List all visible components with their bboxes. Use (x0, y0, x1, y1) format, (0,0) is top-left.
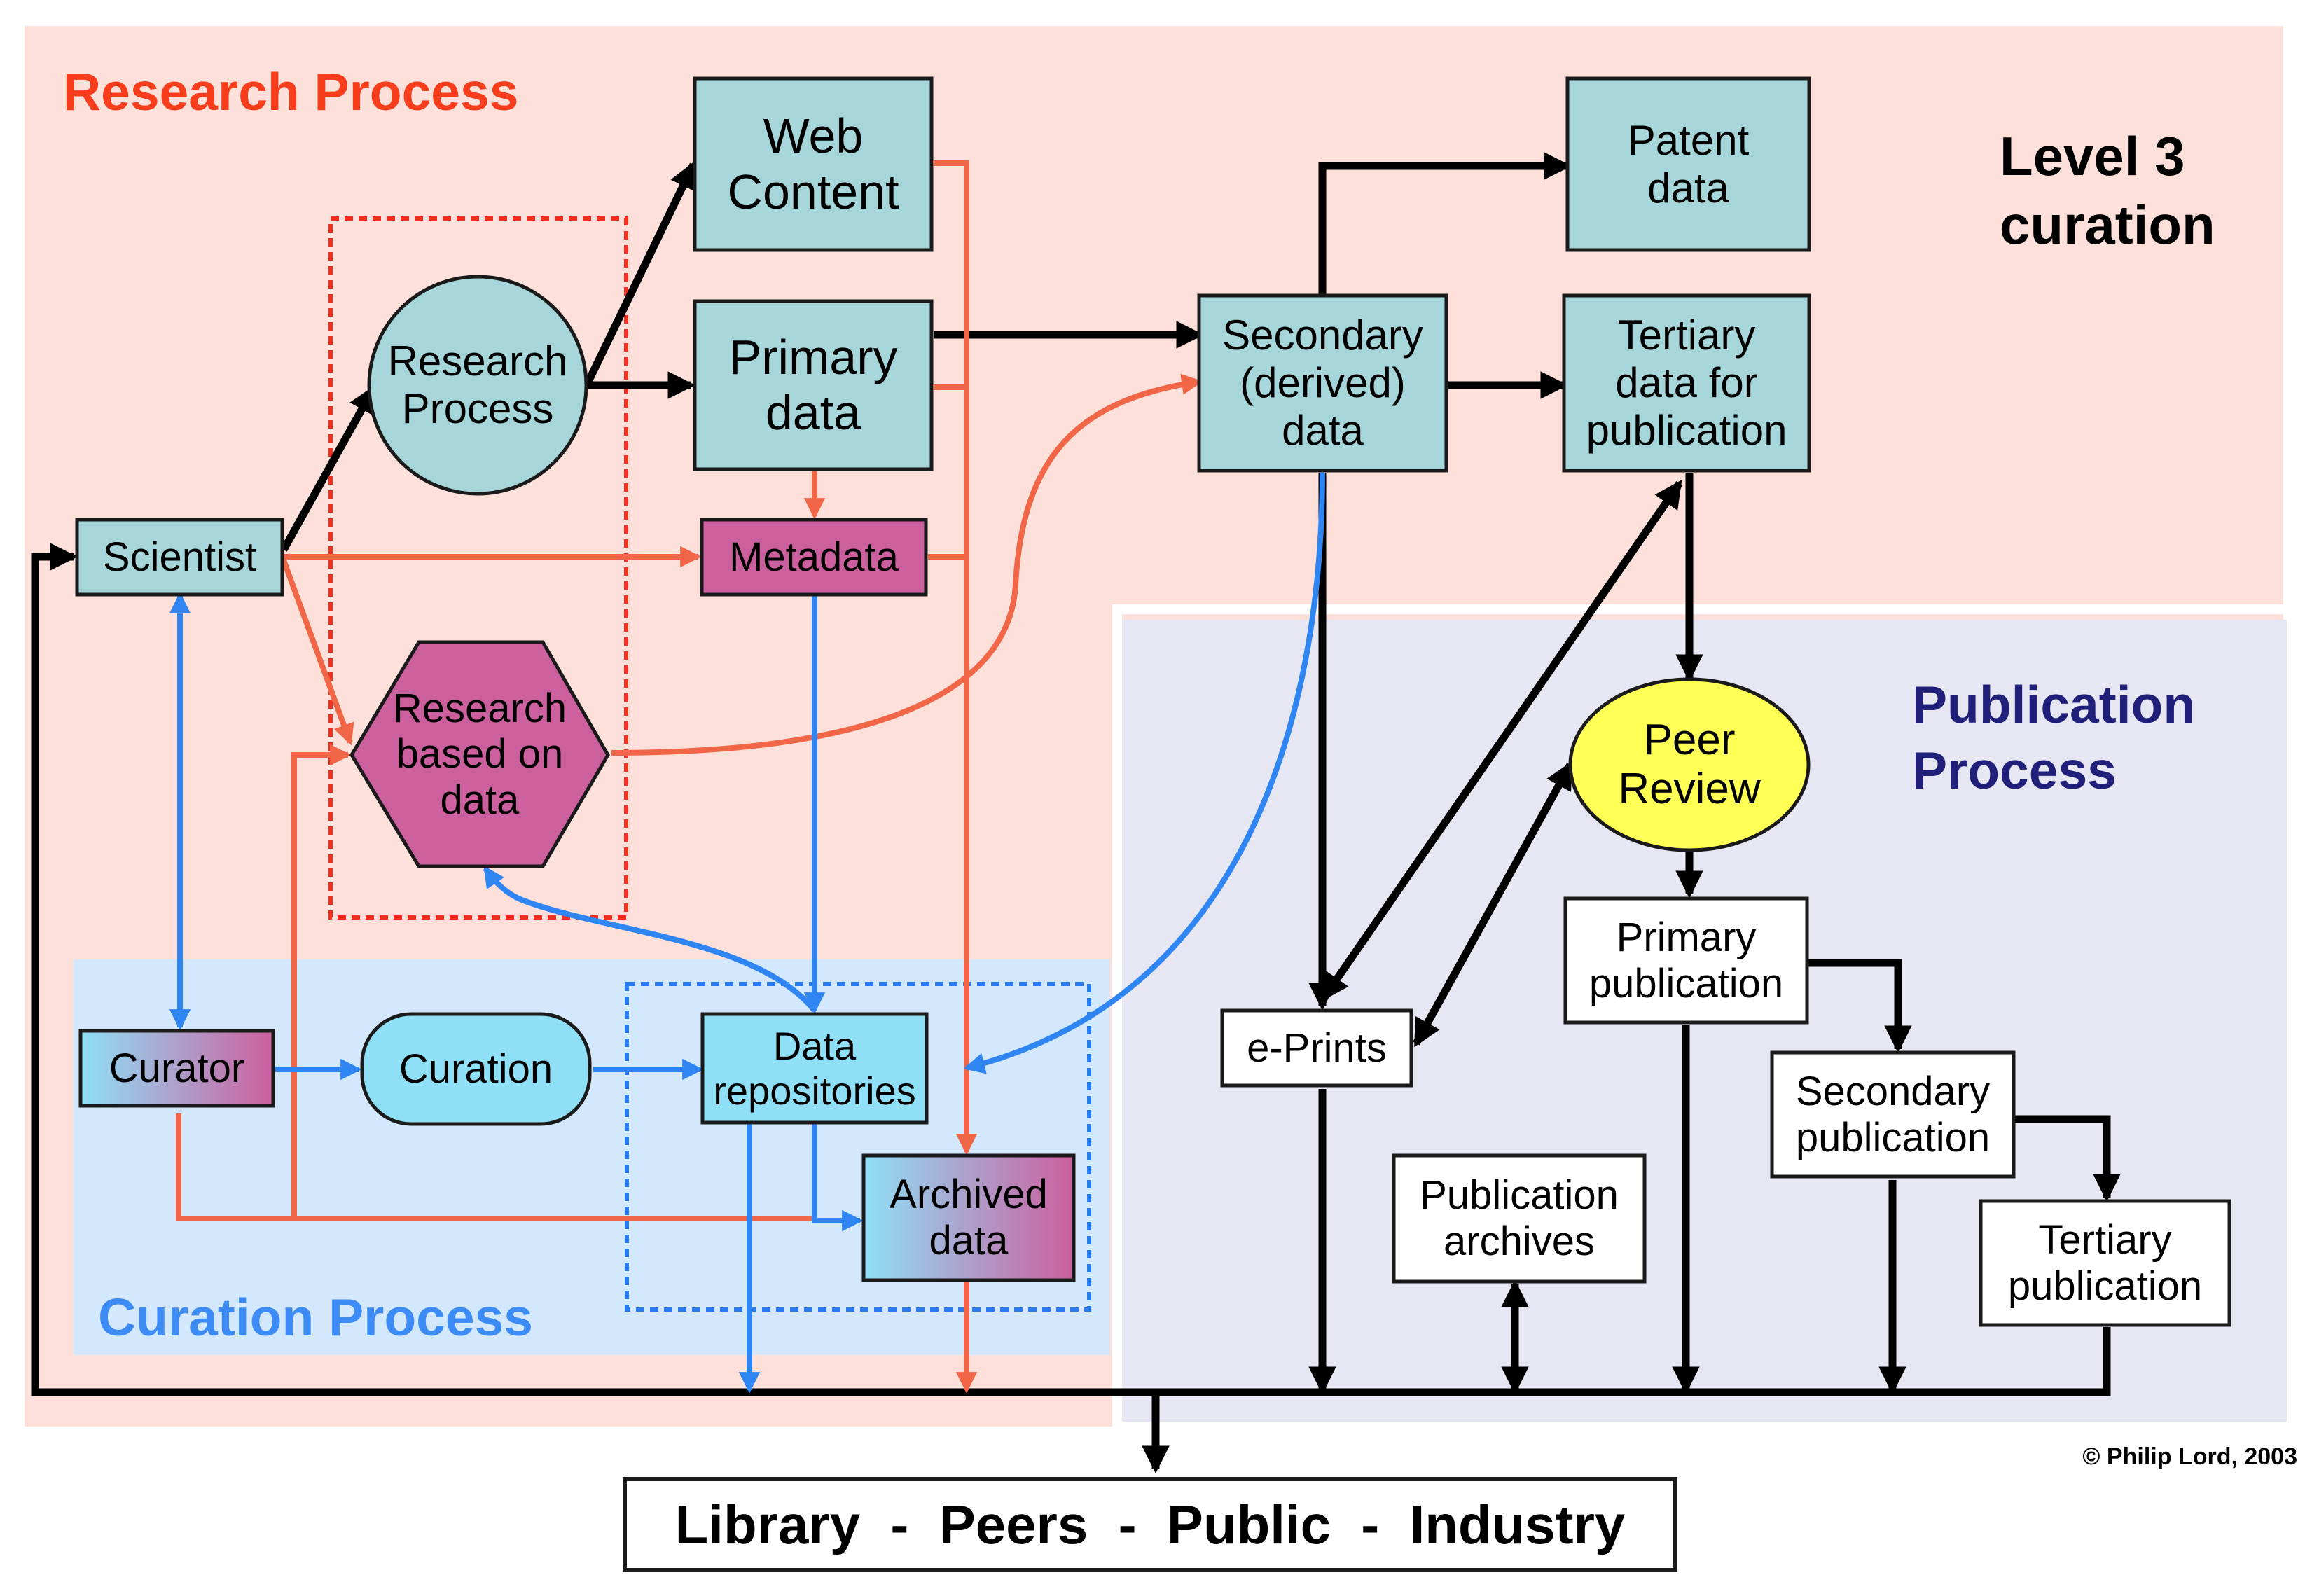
primary-publication-label: Primary publication (1588, 914, 1784, 1006)
arrow-secondary-to-repositories (963, 472, 1325, 1074)
research-process-title: Research Process (63, 62, 519, 121)
bottom-collector-line (31, 543, 2111, 1396)
arrow-peerreview-eprints-bidirectional (1413, 761, 1574, 1048)
arrow-research-process-to-web-content (585, 160, 697, 384)
arrow-scientist-to-research-based (281, 559, 354, 746)
eprints-box (1220, 1008, 1413, 1088)
patent-data-label: Patent data (1627, 116, 1750, 211)
curation-label: Curation (399, 1046, 553, 1092)
audience-box (623, 1477, 1677, 1572)
red-connectors (176, 160, 1203, 1394)
secondary-data-box (1197, 293, 1448, 473)
black-connectors (31, 152, 2121, 1473)
curation-rounded-box (360, 1012, 592, 1126)
arrow-repositories-to-archived (812, 1124, 864, 1232)
eprints-label: e-Prints (1247, 1025, 1387, 1071)
primary-data-box (693, 299, 934, 471)
research-dashed-group (328, 216, 628, 920)
repository-dashed-group (625, 982, 1091, 1312)
scientist-label: Scientist (102, 534, 257, 580)
curator-box (78, 1029, 275, 1108)
arrow-scientist-to-research-process (280, 384, 377, 552)
publication-archives-box (1392, 1153, 1647, 1284)
research-process-circle (367, 275, 588, 496)
white-frame-outline (1112, 604, 2299, 1431)
arrow-secondary-to-tertiary-publication (2014, 1115, 2121, 1202)
metadata-label: Metadata (729, 534, 899, 580)
research-based-label: Research based on data (392, 685, 567, 823)
archived-data-box (861, 1153, 1076, 1282)
secondary-data-label: Secondary (derived) data (1222, 312, 1423, 454)
publication-archives-label: Publication archives (1420, 1172, 1619, 1264)
curator-label: Curator (109, 1045, 245, 1091)
patent-data-box (1565, 76, 1811, 252)
arrow-tertiary-eprints-bidirectional (1320, 480, 1683, 1001)
arrow-primary-to-secondary-publication (1808, 959, 1912, 1053)
primary-data-label: Primary data (728, 329, 898, 440)
peer-review-ellipse (1568, 677, 1811, 852)
web-content-box (693, 76, 934, 252)
peer-review-label: Peer Review (1618, 715, 1761, 813)
arrow-secondary-to-patent (1318, 152, 1572, 296)
copyright-notice: © Philip Lord, 2003 (2082, 1443, 2297, 1470)
arrow-repositories-to-research-based (483, 866, 817, 1013)
tertiary-publication-label: Tertiary publication (2007, 1216, 2203, 1309)
arrow-research-based-to-secondary (611, 373, 1203, 756)
secondary-publication-label: Secondary publication (1795, 1068, 1991, 1160)
primary-publication-box (1563, 896, 1809, 1025)
data-repositories-label: Data repositories (713, 1024, 916, 1113)
blue-connectors (169, 472, 1325, 1394)
web-content-label: Web Content (727, 109, 899, 219)
tertiary-publication-box (1979, 1199, 2231, 1327)
research-process-label: Research Process (387, 338, 568, 432)
node-shapes (75, 76, 2231, 1572)
research-based-hexagon (349, 640, 610, 868)
secondary-publication-box (1770, 1050, 2016, 1179)
scientist-box (75, 518, 284, 597)
tertiary-data-box (1562, 293, 1811, 473)
audience-label: Library - Peers - Public - Industry (674, 1493, 1626, 1555)
publication-process-title: Publication Process (1912, 675, 2196, 800)
data-repositories-box (700, 1012, 929, 1125)
archived-data-label: Archived data (890, 1172, 1048, 1263)
arrow-web-content-to-archived (934, 160, 978, 1156)
curation-process-title: Curation Process (98, 1288, 534, 1347)
tertiary-data-label: Tertiary data for publication (1586, 312, 1787, 454)
level-3-curation-title: Level 3 curation (2000, 125, 2215, 256)
metadata-box (700, 518, 928, 597)
